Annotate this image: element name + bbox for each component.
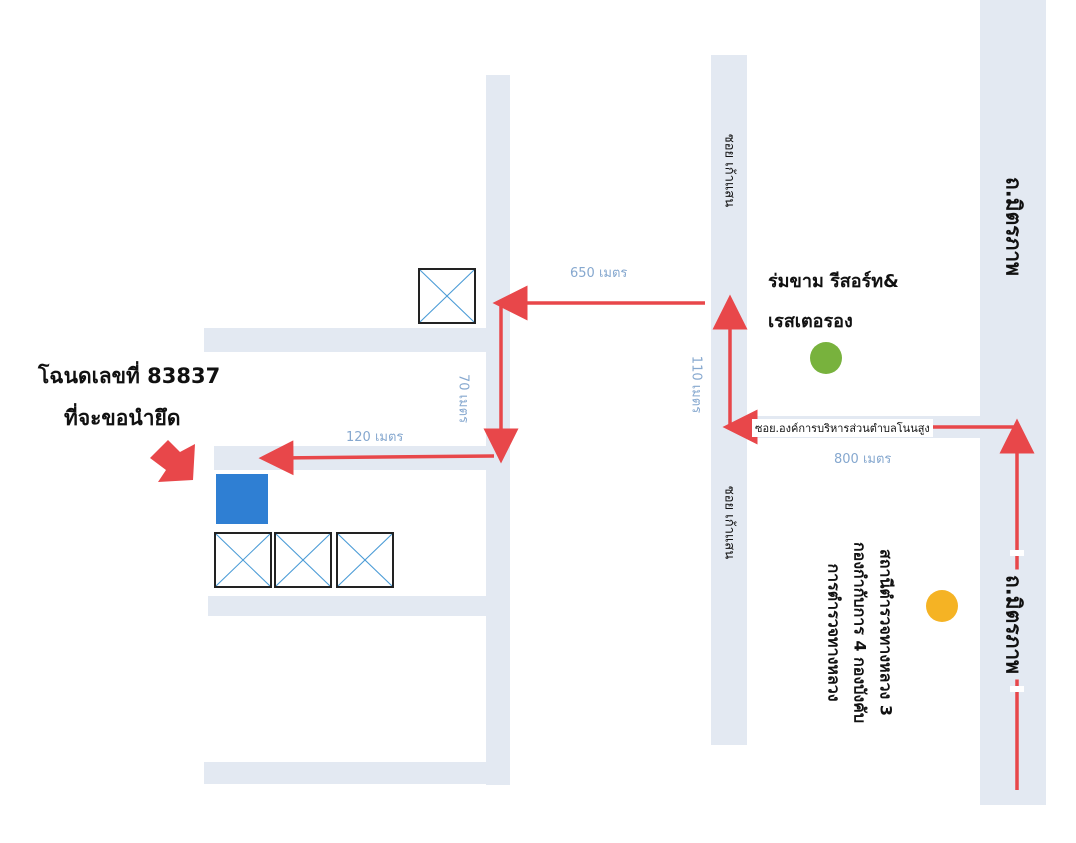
route-segment-120 [258, 440, 495, 476]
plot-lower-1 [214, 532, 272, 588]
highway-label-bottom: ถ.มิตรภาพ [996, 569, 1030, 680]
distance-800: 800 เมตร [834, 452, 892, 467]
empty-plot-icon [216, 534, 270, 586]
empty-plot-icon [420, 270, 474, 322]
police-label-line3: การตำรวจทางหลวง [824, 563, 844, 702]
target-label-line1: โฉนดเลขที่ 83837 [38, 364, 221, 388]
police-label-line1: สถานีตำรวจทางหลวง 3 [876, 549, 896, 716]
plot-top [418, 268, 476, 324]
soi-org-label: ซอย.องค์การบริหารส่วนตำบลโนนสูง [752, 419, 933, 437]
road-top-branch [204, 328, 486, 352]
empty-plot-icon [276, 534, 330, 586]
police-marker-icon [926, 590, 958, 622]
police-label-line2: กองกำกับการ 4 กองบังคับ [850, 541, 870, 724]
road-bottom-branch [204, 762, 494, 784]
resort-label-line2: เรสเตอรอง [768, 311, 853, 332]
target-label-line2: ที่จะขอนำยึด [64, 406, 181, 430]
soi-koanhsan-bottom-label: ซอย เก้าแสน [721, 485, 737, 560]
pointer-arrow-icon [150, 440, 195, 482]
plot-lower-3 [336, 532, 394, 588]
distance-650: 650 เมตร [570, 266, 628, 281]
distance-110: 110 เมตร [688, 355, 704, 414]
empty-plot-icon [338, 534, 392, 586]
plot-lower-2 [274, 532, 332, 588]
resort-marker-icon [810, 342, 842, 374]
road-lower-branch [208, 596, 488, 616]
resort-label-line1: ร่มขาม รีสอร์ท& [768, 271, 899, 292]
soi-koanhsan-top-label: ซอย เก้าแสน [721, 133, 737, 208]
distance-70: 70 เมตร [455, 373, 471, 424]
highway-label-top: ถ.มิตรภาพ [1001, 177, 1026, 276]
distance-120: 120 เมตร [346, 430, 404, 445]
target-plot [216, 474, 268, 524]
